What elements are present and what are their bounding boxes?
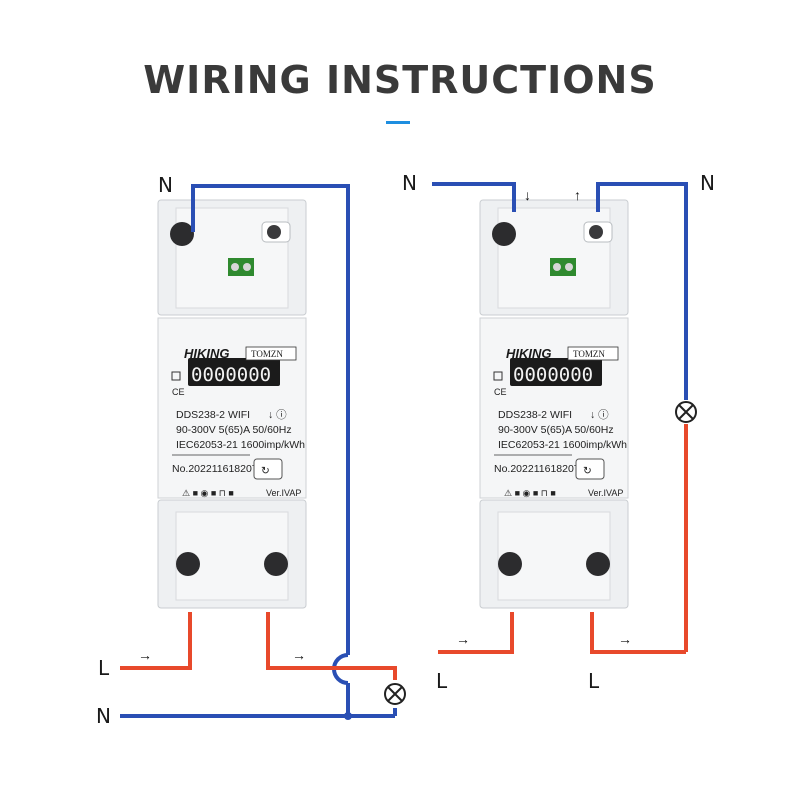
reset-icon: ↻ — [261, 465, 270, 477]
meter-serial: No.202211618207 — [494, 463, 580, 475]
wire-label-l: L — [588, 669, 600, 693]
page-title: WIRING INSTRUCTIONS — [143, 58, 657, 102]
neutral-wire-left-down — [120, 683, 350, 718]
meter-serial: No.202211618207 — [172, 463, 258, 475]
lcd-display: 0000000 — [513, 364, 593, 386]
meter-brand-secondary: TOMZN — [251, 349, 283, 359]
lcd-display: 0000000 — [191, 364, 271, 386]
meter-spec-line2: IEC62053-21 1600imp/kWh — [176, 439, 305, 451]
info-icon: ↓ ⓘ — [268, 409, 287, 421]
meter-spec-line1: 90-300V 5(65)A 50/60Hz — [176, 424, 292, 436]
wire-label-n: N — [402, 171, 417, 195]
live-wire-right-in — [438, 612, 514, 654]
wiring-left — [120, 184, 397, 718]
meter-spec-line1: 90-300V 5(65)A 50/60Hz — [498, 424, 614, 436]
meter-spec-line2: IEC62053-21 1600imp/kWh — [498, 439, 627, 451]
wire-label-n: N — [96, 704, 111, 728]
status-icons: ⚠ ■ ◉ ■ ⊓ ■ — [182, 488, 234, 498]
wiring-right — [432, 182, 688, 654]
meter-version: Ver.IVAP — [588, 488, 623, 498]
arrow-icon: → — [138, 647, 152, 663]
meter-model: DDS238-2 WIFI — [176, 409, 250, 421]
arrow-icon: ↑ — [574, 187, 581, 203]
meter-right: HIKING TOMZN CE 0000000 DDS238-2 WIFI ↓ … — [479, 199, 629, 609]
lamp-icon — [675, 401, 697, 423]
meter-model: DDS238-2 WIFI — [498, 409, 572, 421]
neutral-wire-right-out — [596, 182, 688, 400]
neutral-wire-left-top — [191, 184, 350, 655]
meter-version: Ver.IVAP — [266, 488, 301, 498]
meter-brand-secondary: TOMZN — [573, 349, 605, 359]
wire-label-n: N — [158, 173, 173, 197]
svg-text:CE: CE — [494, 387, 507, 397]
arrow-icon: ↓ — [524, 187, 531, 203]
meter-left: HIKING TOMZN CE 0000000 DDS238-2 WIFI ↓ … — [157, 199, 307, 609]
title-underline — [386, 121, 410, 124]
wire-label-n: N — [700, 171, 715, 195]
meter-brand: HIKING — [184, 346, 230, 361]
info-icon: ↓ ⓘ — [590, 409, 609, 421]
live-wire-left-out — [266, 612, 397, 680]
wire-label-l: L — [98, 656, 110, 680]
arrow-icon: → — [292, 647, 306, 663]
neutral-wire-right-in — [432, 182, 516, 212]
status-icons: ⚠ ■ ◉ ■ ⊓ ■ — [504, 488, 556, 498]
wire-label-l: L — [436, 669, 448, 693]
lamp-icon — [384, 683, 406, 705]
arrow-icon: → — [456, 631, 470, 647]
reset-button[interactable] — [253, 458, 283, 480]
svg-text:CE: CE — [172, 387, 185, 397]
arrow-icon: → — [618, 631, 632, 647]
meter-brand: HIKING — [506, 346, 552, 361]
reset-button[interactable] — [575, 458, 605, 480]
reset-icon: ↻ — [583, 465, 592, 477]
live-wire-right-out — [590, 612, 686, 654]
live-wire-left-in — [120, 612, 192, 670]
